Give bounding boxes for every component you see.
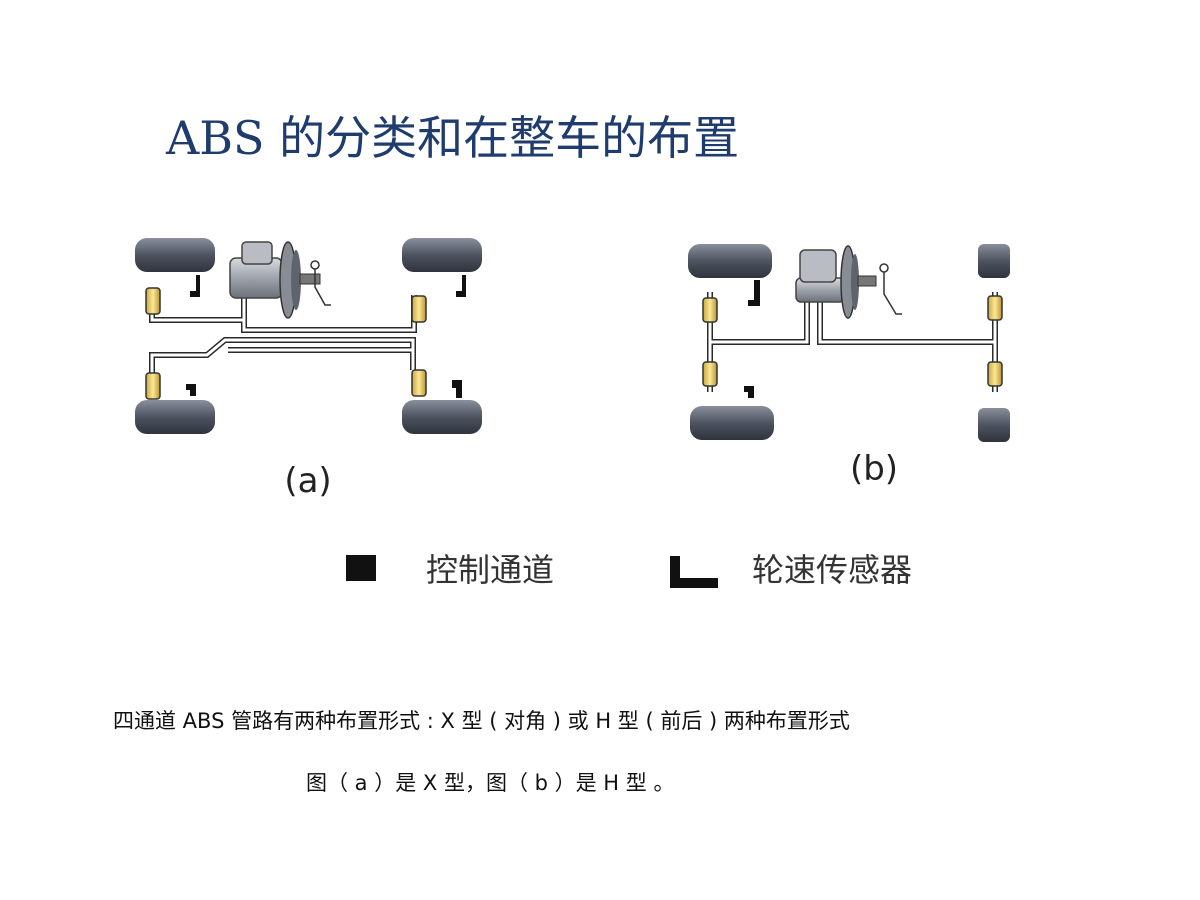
wheel-front-left	[688, 244, 772, 278]
wheel-front-right	[978, 244, 1010, 278]
panel-b-h-layout	[688, 244, 1010, 442]
wheel-rear-right	[402, 400, 482, 434]
legend: 控制通道 轮速传感器	[346, 551, 912, 589]
brake-valve	[145, 287, 161, 315]
caption-line-2: 图（ a ）是 X 型，图（ b ）是 H 型 。	[306, 771, 675, 795]
caption-line-1: 四通道 ABS 管路有两种布置形式 : X 型 ( 对角 ) 或 H 型 ( 前…	[113, 709, 850, 733]
slide-title: ABS 的分类和在整车的布置	[166, 111, 740, 165]
wheel-speed-sensor-icon	[452, 380, 462, 398]
wheel-speed-sensor-icon	[456, 275, 466, 297]
brake-valve	[987, 295, 1003, 321]
wheel-rear-left	[135, 400, 215, 434]
master-cylinder-booster	[229, 241, 331, 319]
wheel-speed-sensor-icon	[748, 280, 760, 306]
master-cylinder-booster	[795, 245, 902, 319]
wheel-speed-sensor-icon	[190, 275, 200, 297]
brake-valve	[702, 361, 718, 387]
brake-valve	[987, 361, 1003, 387]
control-channel-square-icon	[346, 555, 376, 581]
wheel-rear-right	[978, 408, 1010, 442]
legend-label-wheel-speed-sensor: 轮速传感器	[752, 551, 912, 589]
wheel-speed-sensor-icon	[670, 556, 718, 588]
brake-valve	[411, 295, 427, 323]
panel-a-label: (a)	[284, 461, 331, 501]
wheel-front-left	[135, 238, 215, 272]
brake-valve	[702, 297, 718, 323]
brake-valve	[411, 369, 427, 397]
brake-valve	[145, 372, 161, 400]
wheel-rear-left	[690, 406, 774, 440]
abs-layout-diagram: (a) (b) 控制通道 轮速传感器	[135, 238, 1010, 589]
legend-label-control-channel: 控制通道	[426, 551, 554, 589]
wheel-speed-sensor-icon	[186, 380, 196, 396]
panel-a-x-layout	[135, 238, 482, 434]
wheel-front-right	[402, 238, 482, 272]
wheel-speed-sensor-icon	[744, 382, 754, 398]
panel-b-label: (b)	[850, 449, 898, 489]
